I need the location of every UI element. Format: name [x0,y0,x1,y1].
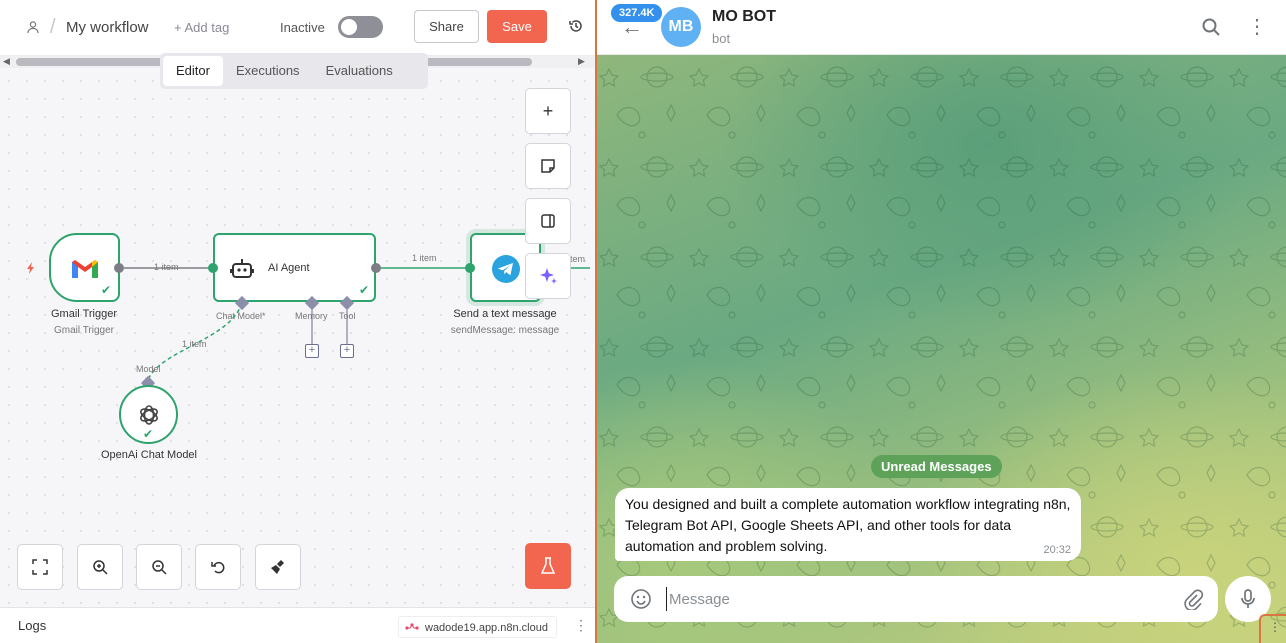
workflow-status-label: Inactive [280,20,325,35]
attach-icon[interactable] [1182,588,1204,610]
chat-menu-icon[interactable]: ⋮ [1247,16,1267,38]
telegram-chat: ← 327.4K MB MO BOT bot ⋮ [597,0,1286,643]
editor-tabs: Editor Executions Evaluations [160,53,428,89]
microphone-icon [1241,589,1255,608]
memory-port-label: Memory [295,311,328,321]
test-workflow-button[interactable] [525,543,571,589]
robot-icon [230,259,254,278]
openai-logo-icon [140,405,158,425]
add-sticky-button[interactable] [525,143,571,189]
clear-icon [271,560,284,574]
n8n-topbar: / My workflow + Add tag Inactive Share S… [0,0,595,56]
connection-label: 1 item [154,262,179,272]
fit-view-icon [32,559,48,575]
instance-url: wadode19.app.n8n.cloud [425,622,548,634]
history-icon[interactable] [568,18,584,34]
logs-bar[interactable]: Logs wadode19.app.n8n.cloud ⋮ [0,607,595,643]
clear-execution-button[interactable] [255,544,301,590]
ai-agent-output-port[interactable] [371,263,381,273]
share-button[interactable]: Share [414,10,479,43]
plus-icon: + [542,100,554,121]
message-input[interactable] [666,587,1166,611]
telegram-node-label: Send a text message [453,308,557,320]
window-corner: ⋮ [1259,614,1286,643]
success-check-icon: ✔ [143,427,154,441]
instance-url-chip[interactable]: wadode19.app.n8n.cloud [398,616,557,638]
tab-executions[interactable]: Executions [235,63,300,78]
panel-icon [541,214,555,228]
user-icon[interactable] [26,20,40,34]
n8n-editor: / My workflow + Add tag Inactive Share S… [0,0,595,643]
incoming-message[interactable]: You designed and built a complete automa… [615,488,1081,561]
connection-label: 1 item [182,339,207,349]
zoom-in-icon [93,560,108,575]
chat-model-port-label: Chat Model* [216,311,266,321]
fit-view-button[interactable] [17,544,63,590]
telegram-input-port[interactable] [465,263,475,273]
chat-subtitle: bot [712,31,731,46]
scroll-right-icon[interactable]: ▶ [578,56,585,66]
openai-chat-model-node[interactable]: ✔ [119,385,178,444]
telegram-logo-icon [492,255,520,283]
scroll-left-icon[interactable]: ◀ [3,56,10,66]
more-options-icon[interactable]: ⋮ [574,617,588,633]
connection-label: item [568,254,586,264]
success-check-icon: ✔ [101,283,112,297]
message-time: 20:32 [1043,544,1071,556]
ai-assistant-button[interactable] [525,253,571,299]
logs-label: Logs [18,618,47,633]
zoom-in-button[interactable] [77,544,123,590]
sparkle-icon [540,268,557,284]
flask-icon [540,557,556,574]
window-divider [595,0,597,643]
active-toggle[interactable] [338,16,383,38]
unread-messages-divider: Unread Messages [871,455,1002,478]
search-icon[interactable] [1201,17,1221,37]
emoji-icon[interactable] [630,588,652,610]
n8n-logo-icon [405,623,419,630]
add-memory-button[interactable]: + [305,344,319,358]
tab-evaluations[interactable]: Evaluations [325,63,393,78]
gmail-logo-icon [72,260,98,278]
ai-agent-node-label: AI Agent [268,262,310,274]
toggle-panel-button[interactable] [525,198,571,244]
add-tag-link[interactable]: + Add tag [174,20,230,35]
ai-agent-node[interactable]: AI Agent ✔ [213,233,376,302]
gmail-trigger-node[interactable]: ✔ [49,233,120,302]
openai-node-label: OpenAi Chat Model [101,449,197,461]
avatar[interactable]: MB [661,7,701,47]
trigger-bolt-icon [27,262,34,274]
chat-title[interactable]: MO BOT [712,8,776,25]
gmail-node-label: Gmail Trigger [50,308,118,320]
message-text: You designed and built a complete automa… [625,496,1071,554]
tool-port-label: Tool [339,311,356,321]
chat-header: ← 327.4K MB MO BOT bot ⋮ [597,0,1286,55]
sticky-note-icon [541,159,555,173]
add-node-button[interactable]: + [525,88,571,134]
connection-model-agent[interactable] [147,302,243,381]
add-tool-button[interactable]: + [340,344,354,358]
unread-count-badge: 327.4K [611,4,663,22]
gmail-output-port[interactable] [114,263,124,273]
breadcrumb-separator: / [50,16,56,38]
telegram-node-sublabel: sendMessage: message [450,325,560,336]
zoom-out-icon [152,560,167,575]
success-check-icon: ✔ [359,283,370,297]
save-button[interactable]: Save [487,10,547,43]
gmail-node-sublabel: Gmail Trigger [53,325,114,336]
more-options-icon[interactable]: ⋮ [1269,620,1281,634]
undo-icon [211,561,225,574]
ai-agent-input-port[interactable] [208,263,218,273]
connection-label: 1 item [412,253,437,263]
toggle-knob [341,19,357,35]
zoom-out-button[interactable] [136,544,182,590]
undo-button[interactable] [195,544,241,590]
tab-editor[interactable]: Editor [163,56,223,86]
message-composer [614,576,1218,622]
workflow-name[interactable]: My workflow [66,19,149,36]
model-port-label: Model [136,364,161,374]
